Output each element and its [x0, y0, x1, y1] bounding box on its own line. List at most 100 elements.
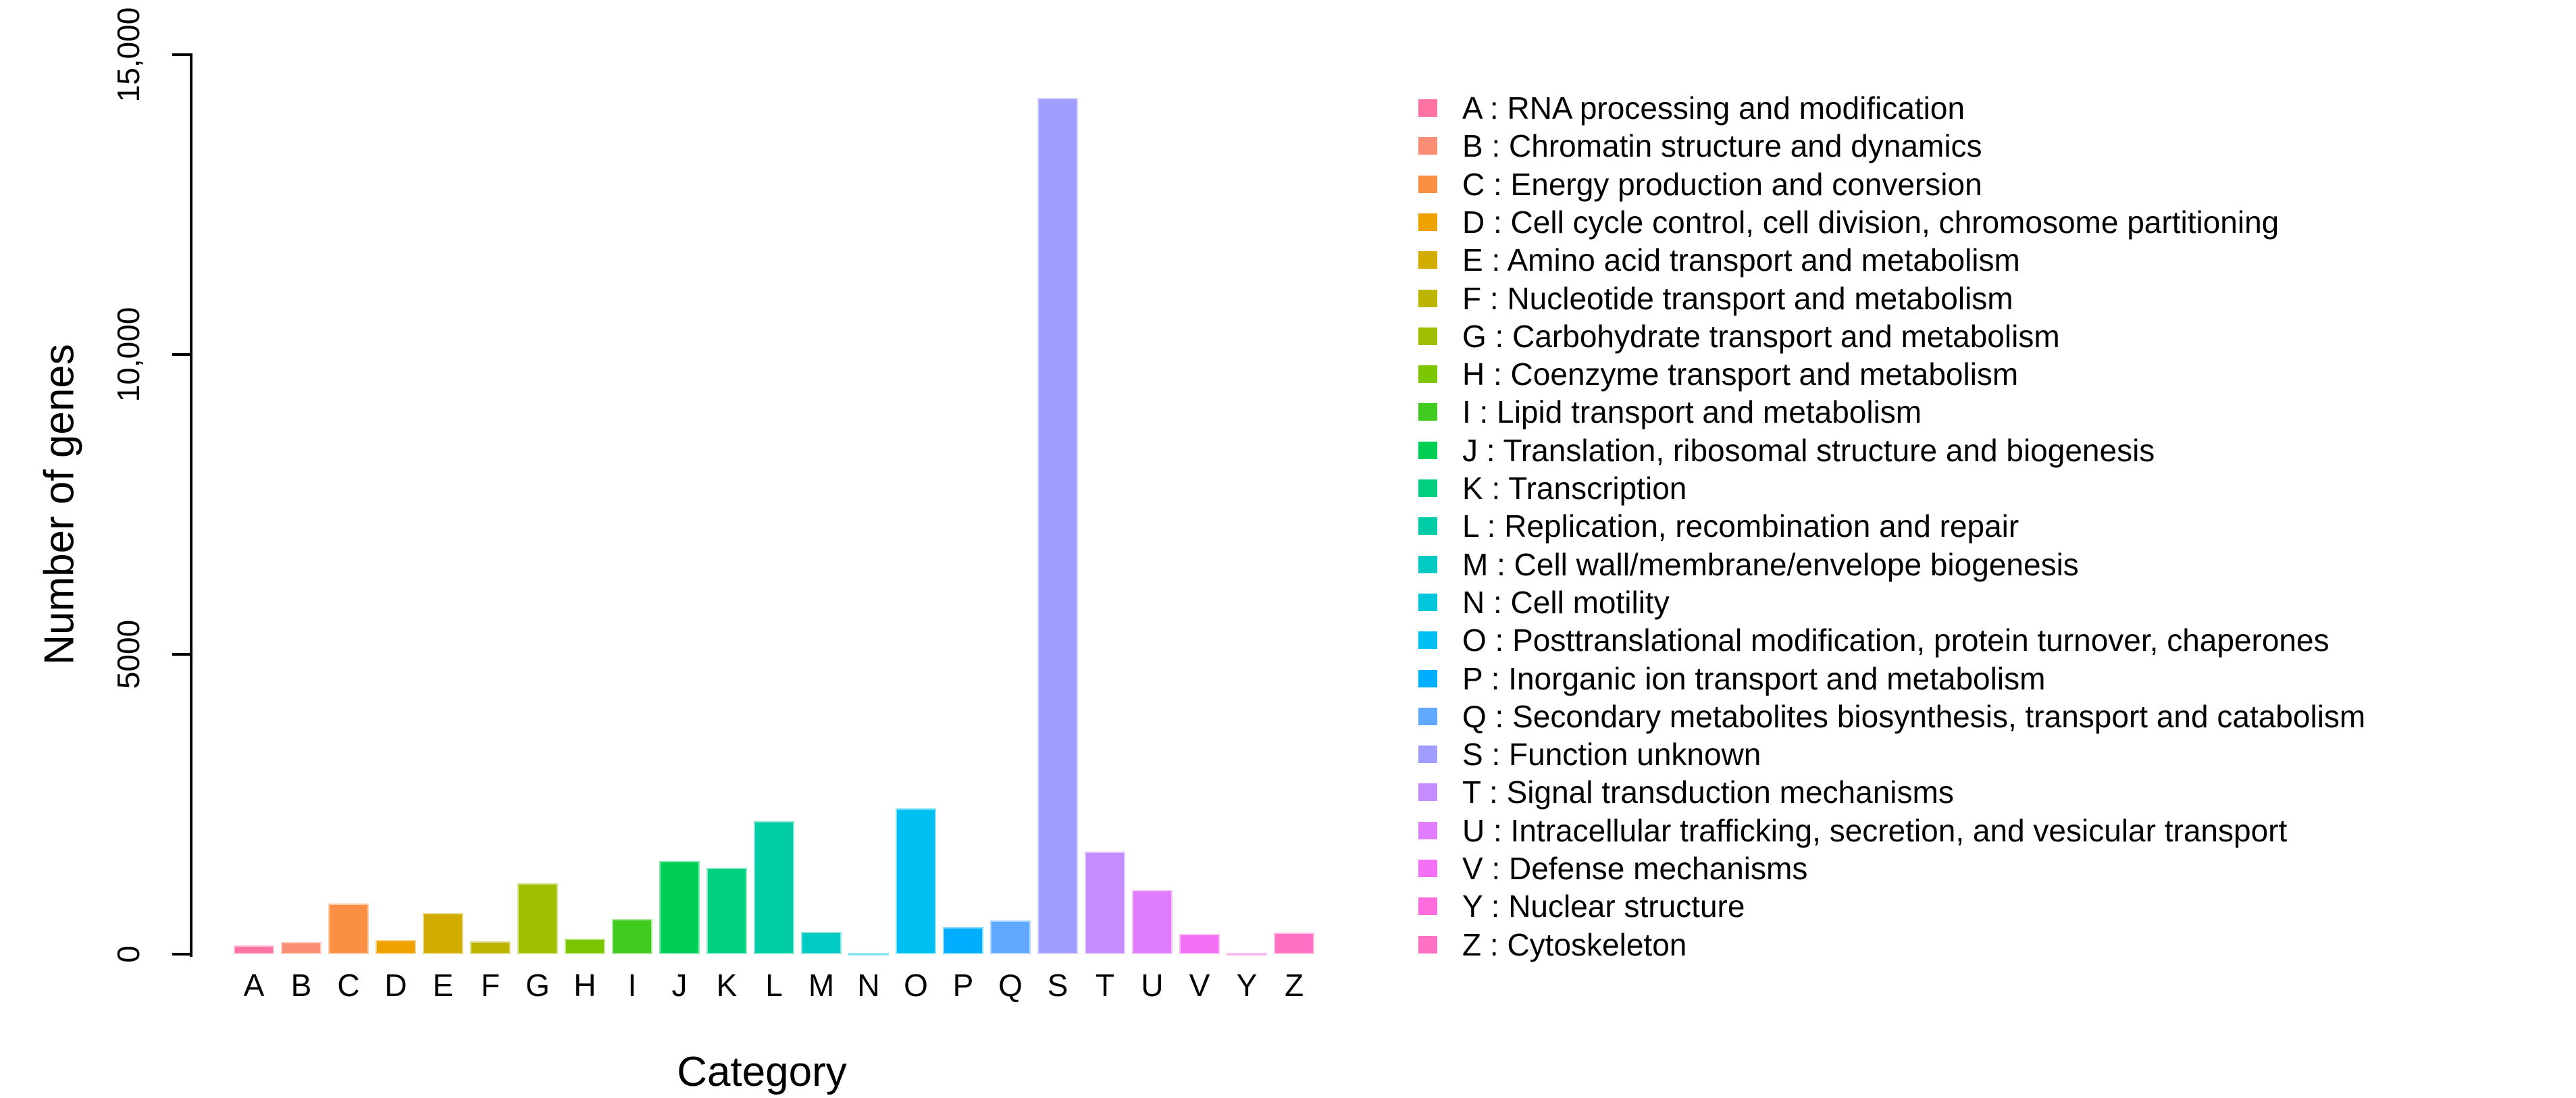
x-category-label-Q: Q: [998, 968, 1023, 1003]
bar-T: [1085, 852, 1125, 954]
legend-swatch-P: [1418, 669, 1437, 687]
legend-item-B: B : Chromatin structure and dynamics: [1418, 128, 1982, 164]
legend-label-A: A : RNA processing and modification: [1462, 90, 1965, 126]
legend-item-E: E : Amino acid transport and metabolism: [1418, 242, 2020, 278]
x-category-label-Y: Y: [1236, 968, 1258, 1003]
legend-swatch-D: [1418, 213, 1437, 231]
bar-E: [423, 913, 463, 954]
legend-swatch-G: [1418, 327, 1437, 345]
x-category-label-B: B: [290, 968, 312, 1003]
legend-item-K: K : Transcription: [1418, 471, 1687, 506]
legend-swatch-J: [1418, 441, 1437, 459]
legend-label-E: E : Amino acid transport and metabolism: [1462, 242, 2020, 278]
legend-swatch-Q: [1418, 707, 1437, 725]
legend-swatch-N: [1418, 593, 1437, 611]
legend-swatch-U: [1418, 821, 1437, 839]
x-category-label-D: D: [384, 968, 407, 1003]
legend-label-Y: Y : Nuclear structure: [1462, 889, 1745, 924]
legend-label-L: L : Replication, recombination and repai…: [1462, 508, 2019, 544]
bar-H: [565, 939, 605, 954]
bar-K: [706, 868, 747, 954]
legend-label-Z: Z : Cytoskeleton: [1462, 926, 1687, 962]
x-category-label-N: N: [857, 968, 880, 1003]
legend-label-D: D : Cell cycle control, cell division, c…: [1462, 204, 2279, 240]
y-tick-label: 0: [111, 945, 146, 963]
x-category-label-M: M: [808, 968, 835, 1003]
legend-swatch-C: [1418, 175, 1437, 193]
x-category-label-I: I: [627, 968, 637, 1003]
legend-swatch-F: [1418, 289, 1437, 307]
legend-item-H: H : Coenzyme transport and metabolism: [1418, 357, 2019, 392]
legend-item-U: U : Intracellular trafficking, secretion…: [1418, 815, 2287, 846]
x-category-label-F: F: [480, 968, 500, 1003]
legend-item-Y: Y : Nuclear structure: [1418, 889, 1745, 924]
legend-item-F: F : Nucleotide transport and metabolism: [1418, 283, 2013, 314]
y-tick-mark: [172, 53, 190, 56]
legend-item-A: A : RNA processing and modification: [1418, 90, 1965, 126]
bar-Z: [1274, 933, 1314, 954]
x-category-label-O: O: [904, 968, 928, 1003]
legend-item-O: O : Posttranslational modification, prot…: [1418, 625, 2329, 656]
legend-swatch-Y: [1418, 897, 1437, 916]
legend-swatch-V: [1418, 860, 1437, 877]
bar-Y: [1227, 953, 1267, 956]
x-category-label-T: T: [1095, 968, 1115, 1003]
bar-L: [754, 821, 794, 954]
legend-item-T: T : Signal transduction mechanisms: [1418, 775, 1954, 810]
x-category-label-H: H: [573, 968, 596, 1003]
legend-label-K: K : Transcription: [1462, 471, 1687, 506]
legend-label-P: P : Inorganic ion transport and metaboli…: [1462, 660, 2046, 696]
bar-Q: [990, 920, 1031, 954]
legend-item-M: M : Cell wall/membrane/envelope biogenes…: [1418, 549, 2079, 580]
legend-item-N: N : Cell motility: [1418, 587, 1670, 618]
bar-S: [1037, 98, 1078, 954]
y-tick-label: 15,000: [111, 7, 146, 103]
legend-label-G: G : Carbohydrate transport and metabolis…: [1462, 318, 2060, 354]
legend-item-D: D : Cell cycle control, cell division, c…: [1418, 204, 2279, 240]
bar-M: [801, 932, 842, 954]
x-category-label-S: S: [1047, 968, 1068, 1003]
x-category-label-L: L: [765, 968, 783, 1003]
legend-label-S: S : Function unknown: [1462, 737, 1761, 773]
legend-item-V: V : Defense mechanisms: [1418, 851, 1808, 886]
bar-V: [1179, 934, 1220, 954]
legend-item-Z: Z : Cytoskeleton: [1418, 926, 1687, 962]
legend-swatch-T: [1418, 783, 1437, 802]
bar-P: [943, 927, 983, 954]
bar-N: [848, 953, 889, 956]
legend-label-Q: Q : Secondary metabolites biosynthesis, …: [1462, 698, 2366, 734]
bar-G: [517, 883, 558, 954]
y-tick-mark: [172, 353, 190, 356]
legend-item-Q: Q : Secondary metabolites biosynthesis, …: [1418, 698, 2366, 734]
bar-O: [896, 808, 936, 954]
legend-swatch-M: [1418, 555, 1437, 573]
legend-swatch-E: [1418, 251, 1437, 269]
legend-swatch-I: [1418, 403, 1437, 421]
x-category-label-A: A: [243, 968, 265, 1003]
legend-swatch-O: [1418, 631, 1437, 650]
legend-item-S: S : Function unknown: [1418, 737, 1761, 773]
legend-item-L: L : Replication, recombination and repai…: [1418, 508, 2019, 544]
legend-swatch-Z: [1418, 935, 1437, 953]
x-category-label-V: V: [1189, 968, 1210, 1003]
legend-item-J: J : Translation, ribosomal structure and…: [1418, 435, 2155, 466]
x-category-label-E: E: [432, 968, 454, 1003]
legend-label-B: B : Chromatin structure and dynamics: [1462, 128, 1982, 164]
legend-label-V: V : Defense mechanisms: [1462, 851, 1808, 886]
legend-item-I: I : Lipid transport and metabolism: [1418, 396, 1922, 427]
bar-A: [234, 945, 274, 954]
bar-F: [470, 941, 511, 954]
bar-C: [328, 904, 369, 954]
bar-B: [281, 942, 321, 954]
legend-swatch-H: [1418, 365, 1437, 384]
legend-label-C: C : Energy production and conversion: [1462, 166, 1982, 202]
legend-swatch-L: [1418, 517, 1437, 535]
y-axis-line: [190, 53, 192, 957]
bar-D: [376, 940, 416, 954]
bar-U: [1132, 890, 1173, 954]
legend-item-G: G : Carbohydrate transport and metabolis…: [1418, 318, 2060, 354]
legend-label-T: T : Signal transduction mechanisms: [1462, 775, 1954, 810]
legend-label-H: H : Coenzyme transport and metabolism: [1462, 357, 2019, 392]
x-category-label-Z: Z: [1284, 968, 1304, 1003]
